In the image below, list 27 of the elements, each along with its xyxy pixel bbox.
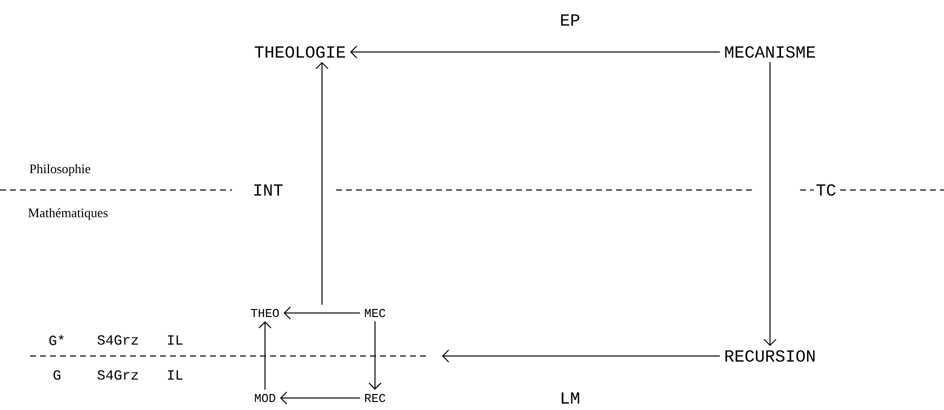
node-label: MOD (254, 394, 276, 402)
arrow (280, 392, 360, 404)
node-label: REC (365, 394, 386, 402)
node-label: THEOLOGIE (254, 46, 346, 58)
axis-label: Philosophie (30, 164, 90, 176)
edge-label: TC (814, 182, 838, 198)
arrow (764, 61, 776, 346)
arrow (316, 62, 328, 306)
arrow (368, 320, 382, 390)
node-label: RECURSION (725, 350, 815, 362)
axis-label: S4Grz (98, 335, 138, 345)
arrow (442, 350, 720, 362)
axis-label: IL (168, 335, 183, 345)
edge-label: EP (558, 12, 582, 28)
axis-label: G (54, 370, 60, 380)
node-label: MEC (364, 308, 386, 318)
node-label: THEO (251, 308, 279, 318)
edge-label: INT (250, 182, 286, 198)
edge-label: LM (558, 390, 582, 406)
node-label: MECANISME (725, 46, 816, 58)
arrow (284, 306, 360, 320)
arrow (258, 321, 272, 390)
axis-label: Mathématiques (28, 208, 108, 220)
axis-label: IL (168, 370, 183, 380)
axis-label: S4Grz (98, 370, 138, 380)
arrow (350, 46, 720, 58)
axis-label: G* (49, 334, 64, 346)
